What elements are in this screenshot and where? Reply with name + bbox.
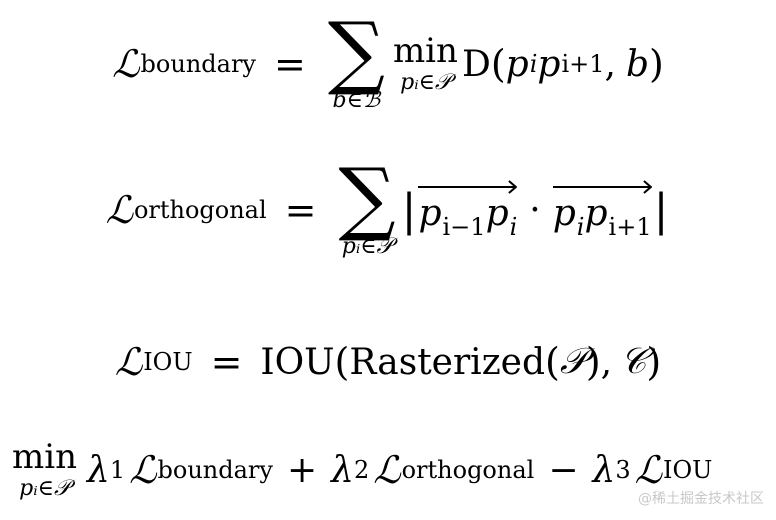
vector-arrow-icon [553,179,652,195]
rasterized-function: Rasterized [349,341,546,383]
point-index-prev: i−1 [442,213,486,241]
dot-product: · [529,189,541,231]
sum-operator: ∑ pᵢ∈𝒫 [338,151,396,259]
boundary-b: b [625,43,649,85]
point-p: p [485,193,509,234]
min-word: min [12,437,78,477]
minus-sign: − [548,449,579,491]
sum-symbol: ∑ [327,5,385,98]
point-p-prev: p [418,193,442,234]
lambda-1: λ [87,449,110,491]
abs-bar-right: | [653,184,669,236]
equals-sign: = [210,340,243,384]
point-p: p [552,193,576,234]
open-paren: ( [334,340,350,384]
vector-arrow-icon [418,179,517,195]
point-p: p [505,43,529,85]
equals-sign: = [284,188,317,232]
polygon-set: 𝒫 [559,341,586,382]
lambda-1-subscript: 1 [109,456,126,484]
point-p-next: p [584,193,608,234]
open-paren: ( [490,42,506,86]
loss-subscript: orthogonal [133,196,267,224]
iou-function: IOU [260,341,335,383]
lambda-3: λ [592,449,616,491]
min-limit: pᵢ∈𝒫 [19,476,70,501]
vector-2: pipi+1 [552,179,652,241]
min-limit: pᵢ∈𝒫 [400,70,451,95]
inner-close-paren: ) [585,340,601,384]
orthogonal-term-subscript: orthogonal [401,456,535,484]
comma: , [604,43,616,85]
lambda-3-subscript: 3 [615,456,631,484]
equals-sign: = [273,42,306,86]
min-operator: min pᵢ∈𝒫 [393,34,458,94]
loss-symbol: ℒ [112,42,140,86]
min-operator: min pᵢ∈𝒫 [12,440,77,500]
contour-set: 𝒞 [620,341,647,382]
loss-subscript: boundary [140,50,256,78]
close-paren: ) [646,340,662,384]
point-index-next: i+1 [608,213,652,241]
boundary-term-subscript: boundary [157,456,273,484]
watermark: @稀土掘金技术社区 [638,491,764,507]
boundary-term-symbol: ℒ [129,448,157,492]
close-paren: ) [649,42,664,86]
loss-subscript: IOU [143,348,193,376]
inner-open-paren: ( [545,340,560,384]
point-index: i [509,213,518,241]
lambda-2: λ [331,449,354,491]
distance-function: D [461,43,491,85]
loss-symbol: ℒ [114,340,143,384]
sum-operator: ∑ b∈ℬ [327,5,385,113]
loss-symbol: ℒ [105,188,133,232]
iou-term-subscript: IOU [662,456,713,484]
sum-symbol: ∑ [338,151,396,244]
point-p-next: p [537,43,561,85]
point-index-next: i+1 [561,50,605,78]
iou-term-symbol: ℒ [634,448,662,492]
vector-1: pi−1pi [418,179,518,241]
point-index: i [529,50,538,78]
point-index: i [576,213,585,241]
abs-bar-left: | [401,184,417,236]
comma: , [600,341,613,383]
plus-sign: + [286,449,318,491]
sum-limit: b∈ℬ [332,88,381,113]
lambda-2-subscript: 2 [353,456,370,484]
sum-limit: pᵢ∈𝒫 [341,234,393,259]
min-word: min [392,31,458,71]
orthogonal-term-symbol: ℒ [373,448,401,492]
